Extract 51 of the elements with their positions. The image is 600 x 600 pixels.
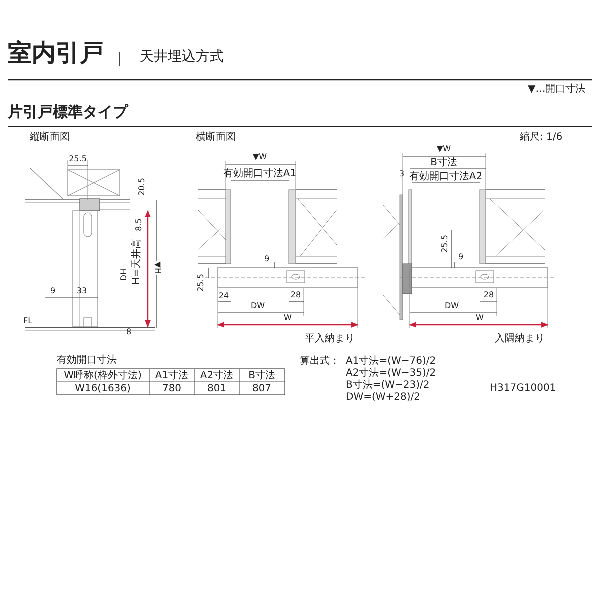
table-cell: 780 xyxy=(162,384,182,394)
view-caption: 入隅納まり xyxy=(495,334,545,344)
dimension-value: 25.5 xyxy=(442,235,450,253)
formula: DW=(W+28)/2 xyxy=(346,392,420,403)
dimension-value: 28 xyxy=(290,292,302,300)
table-cell: 807 xyxy=(252,384,272,394)
formula: B寸法=(W−23)/2 xyxy=(346,380,430,391)
drawing-number: H317G10001 xyxy=(490,383,556,394)
dimension-value: 8 xyxy=(126,328,132,338)
table-header: W呼称(枠外寸法) xyxy=(64,370,142,382)
dimension-label: 有効開口寸法A2 xyxy=(409,172,483,182)
formula: A2寸法=(W−35)/2 xyxy=(346,368,436,379)
dimension-value: 33 xyxy=(76,288,88,296)
dimension-value: W xyxy=(284,314,292,324)
table-cell: W16(1636) xyxy=(75,384,131,394)
dimension-value: DW xyxy=(250,302,266,312)
formula-label: 算出式： xyxy=(300,356,340,367)
table-caption: 有効開口寸法 xyxy=(57,355,117,366)
view-title: 縦断面図 xyxy=(30,132,70,143)
view-caption: 平入納まり xyxy=(305,334,355,344)
table-header: A2寸法 xyxy=(200,370,234,382)
view-title: 横断面図 xyxy=(196,132,236,143)
table-header: A1寸法 xyxy=(155,370,189,382)
floor-label: FL xyxy=(23,318,33,326)
formula: A1寸法=(W−76)/2 xyxy=(346,356,436,367)
dimension-value: 3 xyxy=(399,170,405,180)
dimension-label: B寸法 xyxy=(430,158,458,168)
dimension-value: ▼W xyxy=(252,154,268,162)
dimension-value: 9 xyxy=(458,254,464,262)
legend-note: ▼…開口寸法 xyxy=(528,84,586,95)
dimension-value: 8.5 xyxy=(136,218,144,232)
dimension-value: 25.5 xyxy=(69,156,87,164)
scale-note: 縮尺: 1/6 xyxy=(520,132,563,143)
table-cell: 801 xyxy=(207,384,227,394)
dimension-value: W xyxy=(476,314,484,324)
dimension-value: 20.5 xyxy=(138,178,148,196)
dimension-label: 有効開口寸法A1 xyxy=(223,168,297,180)
dimension-value: ▼W xyxy=(436,146,452,154)
subtitle: 天井埋込方式 xyxy=(140,50,224,66)
dimension-value: DW xyxy=(444,302,460,312)
dimension-value: 28 xyxy=(484,292,494,300)
dimension-value: 24 xyxy=(218,292,230,302)
dimension-value: 25.5 xyxy=(198,274,206,292)
dimension-value: 9 xyxy=(50,288,56,296)
dimension-label: H=天井高 xyxy=(132,239,142,285)
table-header: B寸法 xyxy=(248,370,276,382)
dimension-value: DH xyxy=(120,268,130,282)
page-title: 室内引戸 xyxy=(8,40,104,66)
section-heading: 片引戸標準タイプ xyxy=(8,104,128,120)
dimension-value: ▼H xyxy=(152,260,162,276)
dimension-value: 9 xyxy=(264,256,270,264)
